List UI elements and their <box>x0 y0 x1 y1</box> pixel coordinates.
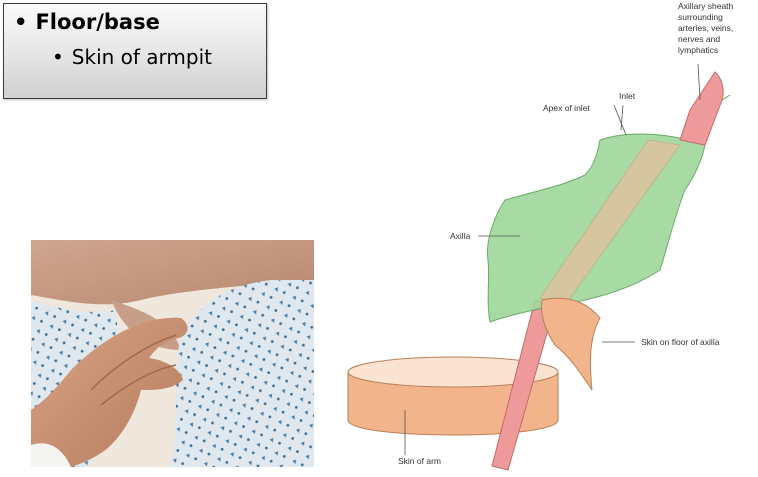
label-axilla: Axilla <box>450 231 471 241</box>
label-axillary-sheath: Axillary sheath surrounding arteries, ve… <box>678 1 736 55</box>
label-skin-on-floor: Skin on floor of axilla <box>641 337 720 347</box>
label-axillary-sheath-line-2: surrounding <box>678 12 723 22</box>
examiner-hand <box>31 317 188 467</box>
bullet-sub: • Skin of armpit <box>52 45 212 69</box>
label-axillary-sheath-line-4: nerves and <box>678 34 720 44</box>
label-axillary-sheath-line-1: Axillary sheath <box>678 1 734 11</box>
bullet-dot: • <box>14 10 28 34</box>
label-axillary-sheath-line-3: arteries, veins, <box>678 23 733 33</box>
label-inlet: Inlet <box>619 91 636 101</box>
gown-right <box>171 280 314 467</box>
label-skin-of-arm: Skin of arm <box>398 456 441 466</box>
bullet-dot: • <box>52 45 64 69</box>
raised-arm <box>31 240 314 305</box>
bullet-main: • Floor/base <box>14 10 160 34</box>
label-apex-of-inlet: Apex of inlet <box>543 103 590 113</box>
axilla-diagram: Axillary sheath surrounding arteries, ve… <box>330 0 758 477</box>
skin-on-floor-shape <box>541 297 601 391</box>
axillary-sheath-top <box>679 71 724 146</box>
bullet-sub-text: Skin of armpit <box>71 45 213 69</box>
leader-lines <box>404 63 701 455</box>
label-axillary-sheath-line-5: lymphatics <box>678 45 718 55</box>
bullet-text-box: • Floor/base • Skin of armpit <box>3 3 267 99</box>
bullet-main-text: Floor/base <box>35 10 160 34</box>
armpit-exam-photo <box>31 240 314 467</box>
